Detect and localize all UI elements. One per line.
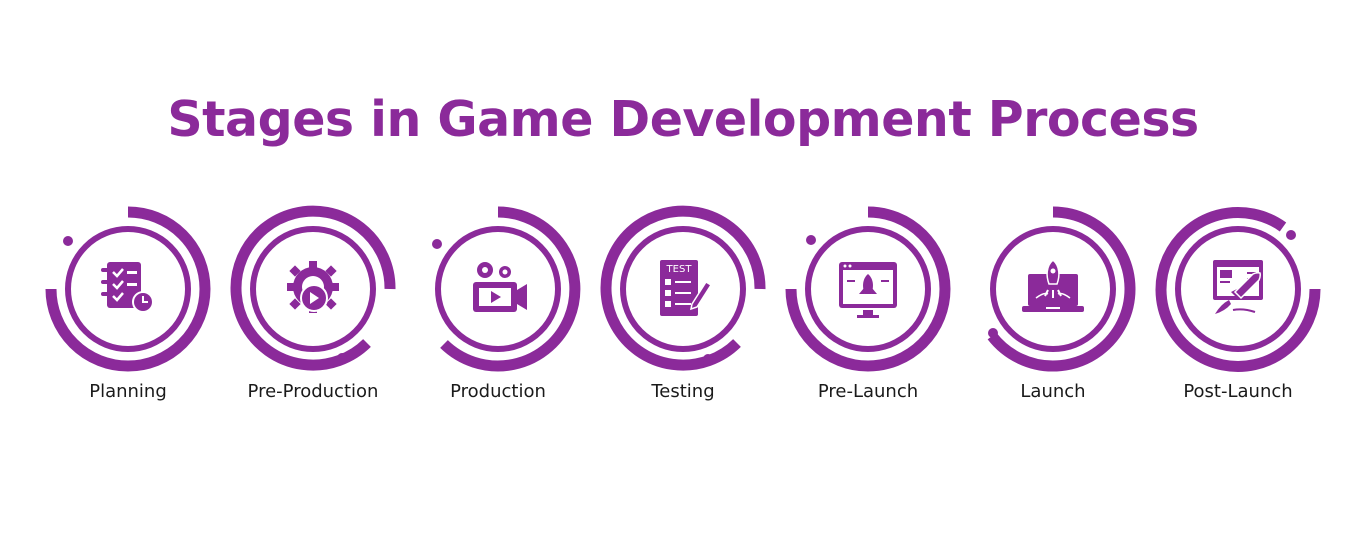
stage-launch: Launch xyxy=(963,200,1143,415)
stage-pre-launch: Pre-Launch xyxy=(778,200,958,415)
ring-graphic xyxy=(987,206,1136,372)
stage-label: Launch xyxy=(1020,381,1086,402)
laptop-rocket-icon xyxy=(1022,259,1084,312)
test-clipboard-pencil-icon: TEST xyxy=(660,260,713,316)
gear-play-icon xyxy=(287,261,339,313)
ring-graphic xyxy=(785,206,951,372)
stage-label: Post-Launch xyxy=(1183,381,1293,402)
stage-testing: TEST Testing xyxy=(593,200,773,415)
stage-label: Testing xyxy=(651,381,715,402)
page-title: Stages in Game Development Process xyxy=(167,91,1199,148)
stage-planning: Planning xyxy=(38,200,218,415)
ring-graphic xyxy=(1155,207,1321,372)
stage-label: Planning xyxy=(89,381,167,402)
stage-label: Pre-Production xyxy=(247,381,379,402)
browser-rocket-icon xyxy=(839,262,897,318)
checklist-clock-icon xyxy=(101,262,154,313)
stage-pre-production: Pre-Production xyxy=(223,200,403,415)
rocket-window-icon xyxy=(1213,260,1263,314)
stage-label: Pre-Launch xyxy=(817,381,919,402)
ring-graphic xyxy=(45,206,211,372)
stage-post-launch: Post-Launch xyxy=(1148,200,1328,415)
stage-label: Production xyxy=(450,381,546,402)
stage-production: Production xyxy=(408,200,588,415)
video-camera-gears-icon xyxy=(473,262,527,312)
svg-text:TEST: TEST xyxy=(666,264,693,275)
ring-graphic xyxy=(230,205,396,371)
ring-graphic xyxy=(432,206,581,372)
ring-graphic xyxy=(600,205,766,371)
